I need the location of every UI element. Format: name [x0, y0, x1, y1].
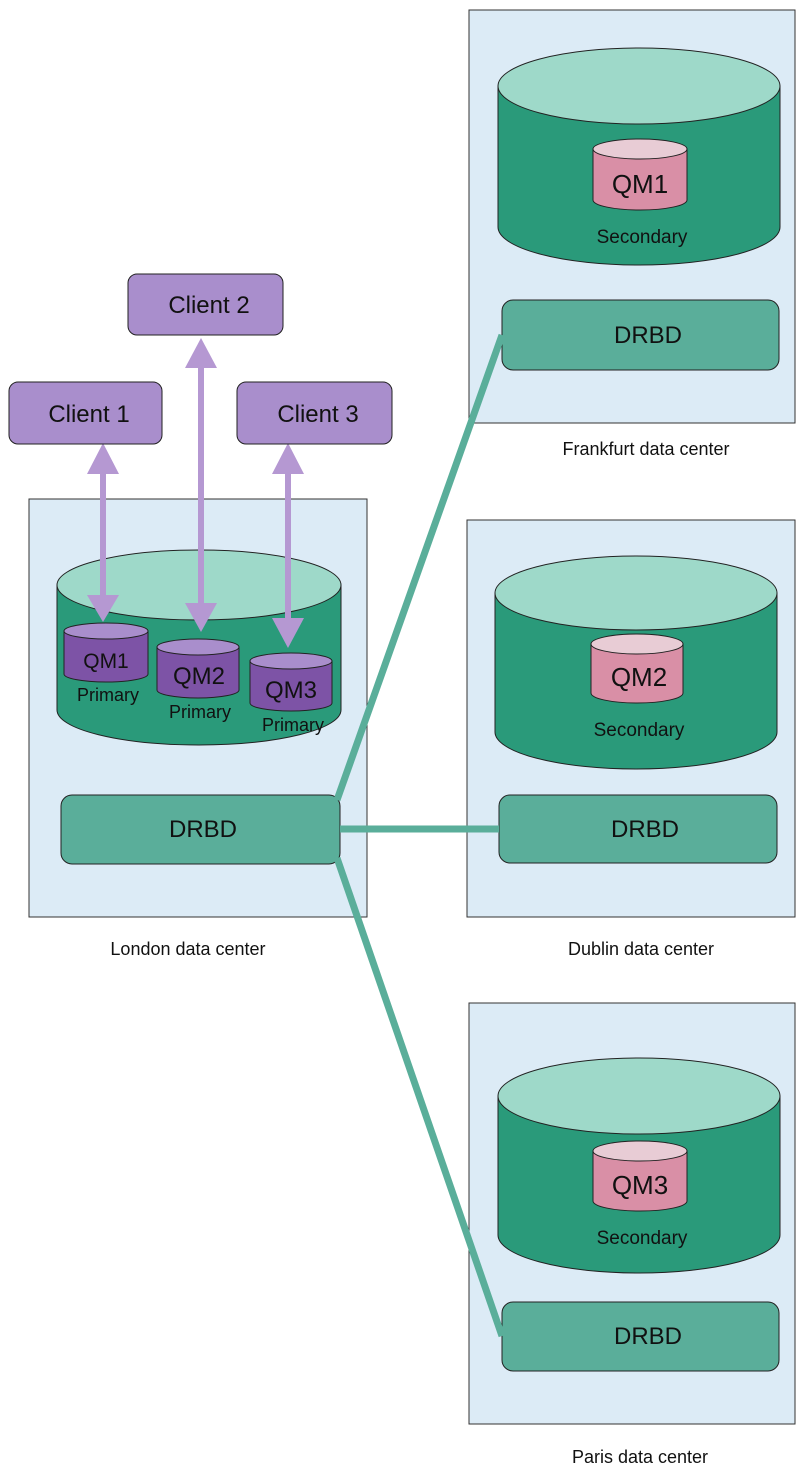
- client1-box: [8, 381, 163, 445]
- paris-qm-name: QM3: [612, 1170, 668, 1200]
- london-qm1-role: Primary: [77, 685, 139, 705]
- london-caption: London data center: [110, 939, 265, 959]
- dublin-qm-name: QM2: [611, 662, 667, 692]
- paris-drbd-box: [501, 1301, 780, 1372]
- london-qm3-name: QM3: [265, 677, 317, 704]
- paris-caption: Paris data center: [572, 1447, 708, 1467]
- client1-arrow: [87, 443, 119, 622]
- dublin-caption: Dublin data center: [568, 939, 714, 959]
- frankfurt-drbd-label: DRBD: [614, 322, 682, 349]
- paris-qm-role: Secondary: [597, 1228, 688, 1249]
- link-london-frankfurt: [333, 333, 506, 802]
- london-qm3-role: Primary: [262, 715, 324, 735]
- london-qm1-name: QM1: [83, 650, 129, 673]
- london-qm2-cylinder: [156, 638, 240, 699]
- london-qm3-cylinder: [249, 652, 333, 712]
- paris-drbd-label: DRBD: [614, 1323, 682, 1350]
- london-drbd-label: DRBD: [169, 816, 237, 843]
- dublin-qm-role: Secondary: [594, 720, 685, 741]
- client1-label: Client 1: [48, 401, 129, 428]
- dublin-drbd-label: DRBD: [611, 816, 679, 843]
- london-qm2-name: QM2: [173, 663, 225, 690]
- client3-box: [236, 381, 393, 445]
- client3-arrow: [272, 443, 304, 648]
- frankfurt-qm-name: QM1: [612, 169, 668, 199]
- london-qm1-cylinder: [63, 622, 149, 683]
- client2-box: [127, 273, 284, 336]
- client2-arrow: [185, 338, 217, 632]
- frankfurt-qm-role: Secondary: [597, 227, 688, 248]
- london-qm2-role: Primary: [169, 702, 231, 722]
- frankfurt-qm-cylinder: [592, 138, 688, 211]
- frankfurt-caption: Frankfurt data center: [562, 439, 729, 459]
- dublin-qm-cylinder: [590, 633, 684, 704]
- link-london-paris: [333, 856, 506, 1338]
- client3-label: Client 3: [277, 401, 358, 428]
- paris-qm-cylinder: [592, 1140, 688, 1212]
- client2-label: Client 2: [168, 292, 249, 319]
